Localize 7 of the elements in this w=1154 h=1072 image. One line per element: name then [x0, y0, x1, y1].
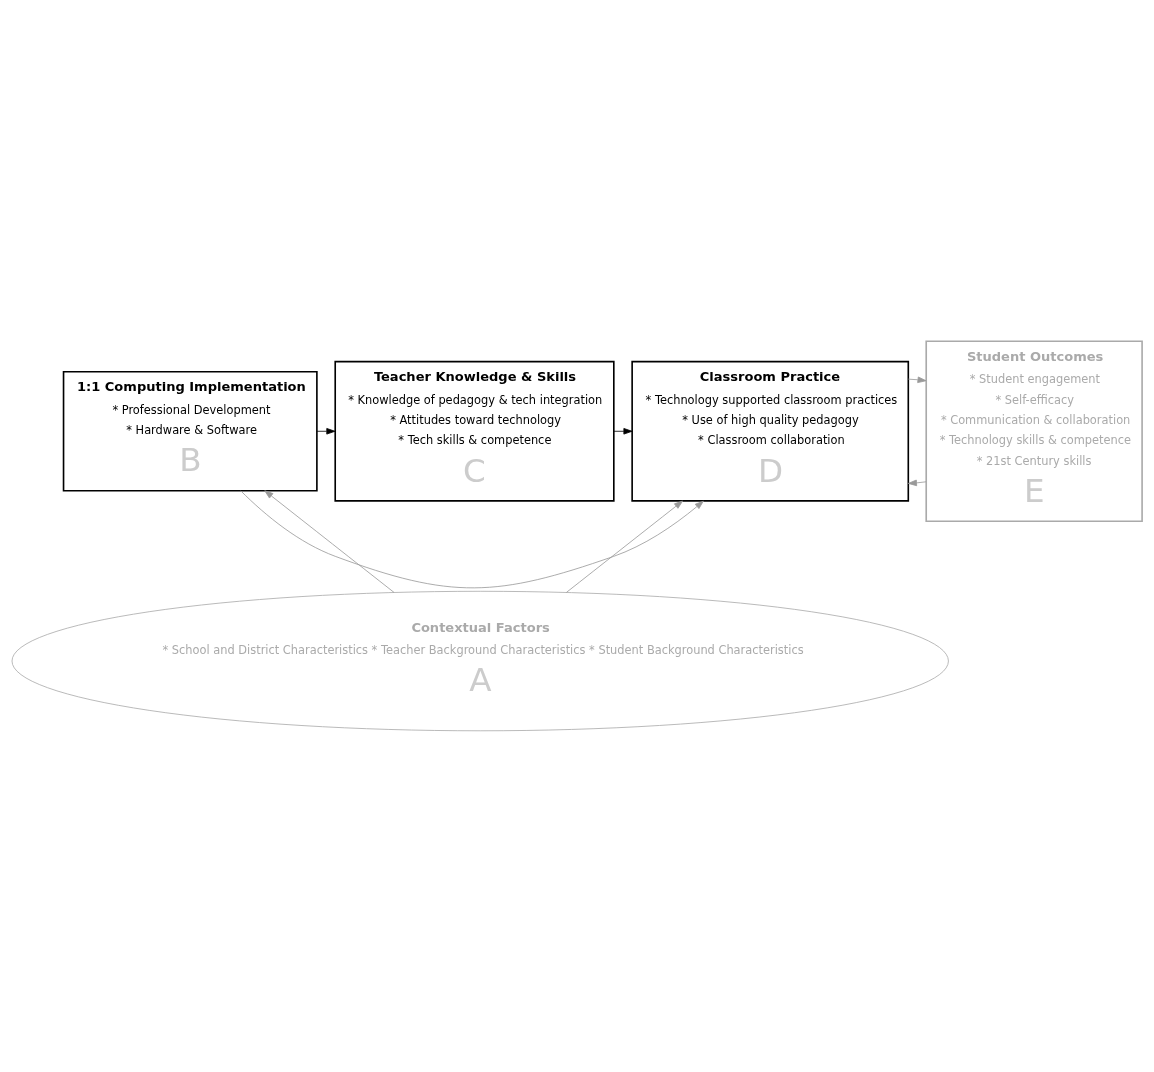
arrow	[907, 376, 927, 384]
arrow	[613, 428, 633, 435]
arrow	[264, 490, 395, 593]
arrow	[907, 479, 927, 487]
arrow	[316, 428, 336, 435]
arrow	[240, 490, 704, 589]
arrow	[566, 500, 683, 593]
